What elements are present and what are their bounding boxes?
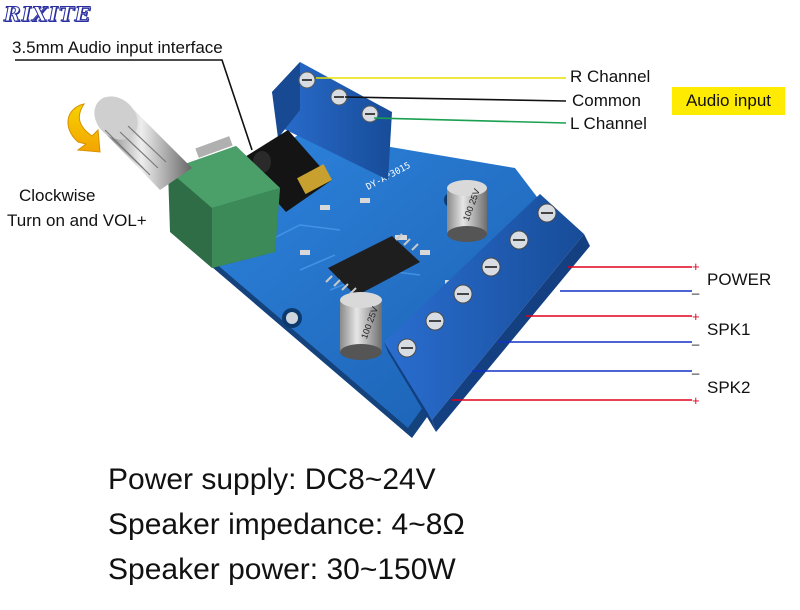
turn-on-label: Turn on and VOL+ bbox=[7, 211, 147, 230]
audio-interface-label: 3.5mm Audio input interface bbox=[12, 38, 223, 57]
jack-leader-line bbox=[15, 59, 253, 151]
spec-power-supply-value: DC8~24V bbox=[304, 463, 436, 496]
clockwise-label: Clockwise bbox=[19, 186, 96, 205]
l-channel-line bbox=[373, 117, 567, 124]
amplifier-chip bbox=[325, 233, 420, 296]
spk2-minus-sign: _ bbox=[692, 360, 700, 375]
spk2-plus-sign: + bbox=[692, 393, 700, 408]
spk1-minus-sign: _ bbox=[692, 331, 700, 346]
spec-speaker-power-label: Speaker power: bbox=[108, 553, 319, 586]
spec-power-supply-label: Power supply: bbox=[108, 463, 297, 496]
volume-knob bbox=[94, 96, 192, 190]
spec-power-supply: Power supply: DC8~24V bbox=[108, 463, 436, 497]
curved-arrow-icon bbox=[67, 103, 101, 153]
spec-speaker-power: Speaker power: 30~150W bbox=[108, 553, 456, 587]
r-channel-label: R Channel bbox=[570, 67, 651, 86]
power-label: POWER bbox=[707, 270, 772, 289]
common-label: Common bbox=[572, 91, 641, 110]
audio-terminal-block bbox=[272, 62, 392, 180]
spec-impedance-value: 4~8Ω bbox=[391, 508, 465, 541]
spec-speaker-power-value: 30~150W bbox=[326, 553, 456, 586]
capacitor-top: 100 25V bbox=[447, 180, 487, 242]
l-channel-label: L Channel bbox=[570, 114, 647, 133]
spec-impedance: Speaker impedance: 4~8Ω bbox=[108, 508, 465, 542]
audio-input-badge: Audio input bbox=[672, 87, 785, 115]
output-terminal-block bbox=[384, 194, 590, 432]
power-minus-sign: _ bbox=[692, 280, 700, 295]
common-line bbox=[344, 96, 567, 102]
volume-potentiometer bbox=[168, 136, 280, 268]
watermark: RIXITE bbox=[4, 2, 91, 27]
spec-impedance-label: Speaker impedance: bbox=[108, 508, 384, 541]
capacitor-bottom: 100 25V bbox=[340, 292, 382, 360]
spk1-label: SPK1 bbox=[707, 320, 751, 339]
spk2-label: SPK2 bbox=[707, 378, 751, 397]
power-plus-sign: + bbox=[692, 259, 700, 274]
leader-lines bbox=[15, 59, 692, 401]
spk1-plus-sign: + bbox=[692, 309, 700, 324]
